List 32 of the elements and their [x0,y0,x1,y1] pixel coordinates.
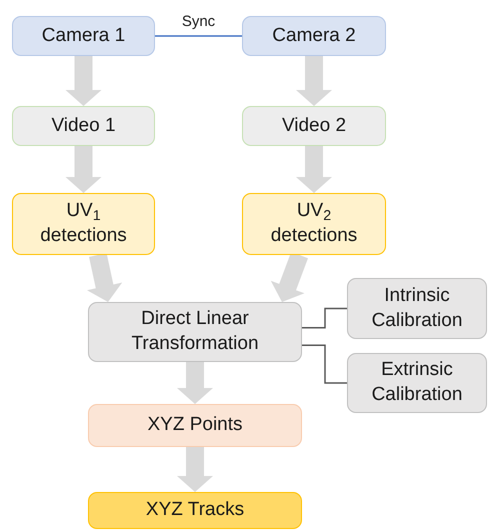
box-label: UV$_{2}$ detections [270,199,358,248]
block-arrow [296,146,332,193]
block-arrow [177,362,213,404]
block-arrow [296,56,332,106]
process-box [347,353,487,413]
box-label: Camera 1 [42,24,126,48]
block-arrow [177,447,213,492]
box-label: XYZ Tracks [146,498,244,522]
box-label: Video 1 [51,114,116,138]
connector-line [302,308,347,329]
connector-line [302,344,347,384]
box-label: Direct Linear Transformation [130,307,260,356]
box-label: Intrinsic Calibration [370,284,464,332]
process-box [242,106,386,146]
process-box [242,193,386,255]
box-label: UV$_{1}$ detections [39,199,128,248]
process-box [88,492,302,529]
process-box [88,404,302,447]
process-box [88,302,302,362]
process-box [12,193,155,255]
process-box [12,16,155,56]
box-label: XYZ Points [147,413,243,438]
block-arrow [66,56,102,106]
block-arrow [66,146,102,193]
box-label: Extrinsic Calibration [370,358,464,407]
connector-line [155,35,242,37]
process-box [347,278,487,339]
process-box [242,16,386,56]
box-label: Camera 2 [272,24,356,48]
box-label: Video 2 [282,114,346,138]
process-box [12,106,155,146]
block-arrow [87,253,122,302]
